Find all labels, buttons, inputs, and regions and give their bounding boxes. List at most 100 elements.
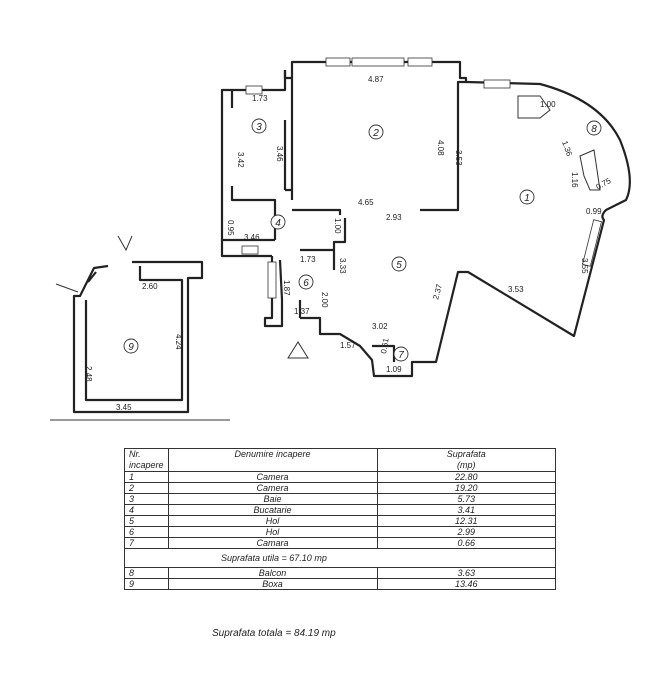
dim-label: 1.09 <box>386 365 402 374</box>
cell-name: Camera <box>167 471 378 483</box>
dim-label: 0.61 <box>379 337 391 354</box>
cell-name: Hol <box>167 526 378 538</box>
dim-label: 2.93 <box>386 213 402 222</box>
wall-bath-kitchen <box>220 70 287 258</box>
window-room-1-side <box>582 219 602 267</box>
dim-label: 1.87 <box>282 280 291 296</box>
table-row: 2 Camera 19.20 <box>124 482 557 494</box>
dim-label: 3.42 <box>236 152 245 168</box>
table-row: 9 Boxa 13.46 <box>124 578 557 590</box>
north-arrow-main <box>287 341 309 359</box>
cell-nr: 3 <box>124 493 169 505</box>
cell-area: 19.20 <box>376 482 557 494</box>
wall-room-1 <box>300 80 631 378</box>
cell-name: Hol <box>167 515 378 527</box>
dim-label: 3.02 <box>372 322 388 331</box>
dim-label: 1.00 <box>540 100 556 109</box>
dim-label: 4.08 <box>436 140 445 156</box>
table-row: 3 Baie 5.73 <box>124 493 557 505</box>
cell-area: 0.66 <box>376 537 557 549</box>
window-room-1 <box>483 79 511 89</box>
cell-name: Boxa <box>167 578 378 590</box>
wall-box-9 <box>72 260 204 414</box>
table-row: 4 Bucatarie 3.41 <box>124 504 557 516</box>
table-header-row: Nr. incapere Denumire incapere Suprafata… <box>124 448 557 472</box>
dim-label: 1.37 <box>294 307 310 316</box>
cell-nr: 2 <box>124 482 169 494</box>
cell-name: Balcon <box>167 567 378 579</box>
cell-nr: 9 <box>124 578 169 590</box>
cell-area: 3.41 <box>376 504 557 516</box>
table-row: 6 Hol 2.99 <box>124 526 557 538</box>
dim-label: 3.53 <box>508 285 524 294</box>
cell-nr: 6 <box>124 526 169 538</box>
room-label-3: 3 <box>256 122 262 133</box>
north-arrow-left <box>117 235 133 252</box>
dim-label: 4.24 <box>174 334 183 350</box>
dim-label: 2.60 <box>142 282 158 291</box>
cell-nr: 7 <box>124 537 169 549</box>
room-labels: 1 2 3 4 5 6 7 8 9 <box>123 118 602 362</box>
cell-name: Camera <box>167 482 378 494</box>
dim-label: 3.55 <box>580 258 589 274</box>
dim-label: 1.73 <box>252 94 268 103</box>
floor-plan: 1 2 3 4 5 6 7 8 9 4.87 1.73 3.42 3.46 4.… <box>50 57 631 421</box>
dim-label: 0.75 <box>595 176 613 192</box>
dim-label: 3.45 <box>116 403 132 412</box>
grand-total: Suprafata totala = 84.19 mp <box>212 628 336 639</box>
cell-area: 22.80 <box>376 471 557 483</box>
table-row: 7 Camara 0.66 <box>124 537 557 549</box>
wall-room-2 <box>283 60 468 215</box>
cell-nr: 5 <box>124 515 169 527</box>
col-header-area: Suprafata (mp) <box>376 448 557 472</box>
rooms-table: Nr. incapere Denumire incapere Suprafata… <box>124 448 557 590</box>
room-label-9: 9 <box>128 342 134 353</box>
table-row: 1 Camera 22.80 <box>124 471 557 483</box>
dim-label: 4.87 <box>368 75 384 84</box>
dim-label: 4.65 <box>358 198 374 207</box>
col-header-name: Denumire incapere <box>167 448 378 472</box>
dim-label: 1.73 <box>300 255 316 264</box>
room-label-1: 1 <box>524 193 530 204</box>
dim-label: 0.99 <box>586 207 602 216</box>
room-label-6: 6 <box>303 278 309 289</box>
window-bath <box>245 85 263 95</box>
cell-name: Camara <box>167 537 378 549</box>
dim-label: 3.46 <box>244 233 260 242</box>
dim-label: 1.00 <box>333 218 342 234</box>
box-9-side <box>50 283 230 421</box>
cell-area: 5.73 <box>376 493 557 505</box>
dim-label: 1.16 <box>570 172 579 188</box>
room-label-4: 4 <box>275 218 281 229</box>
cell-area: 2.99 <box>376 526 557 538</box>
dim-label: 2.00 <box>320 292 329 308</box>
room-label-5: 5 <box>396 260 402 271</box>
dim-label: 0.95 <box>226 220 235 236</box>
dimension-labels: 4.87 1.73 3.42 3.46 4.08 3.53 1.00 1.36 … <box>84 75 613 412</box>
dim-label: 3.46 <box>275 146 284 162</box>
cell-nr: 8 <box>124 567 169 579</box>
dim-label: 2.48 <box>84 366 93 382</box>
room-label-7: 7 <box>398 350 404 361</box>
useful-total-row: Suprafata utila = 67.10 mp <box>124 548 556 568</box>
dim-label: 1.36 <box>560 140 574 158</box>
window-room-2-c <box>407 57 433 67</box>
cell-nr: 4 <box>124 504 169 516</box>
window-room-2-b <box>351 57 405 67</box>
cell-area: 13.46 <box>376 578 557 590</box>
col-header-nr: Nr. incapere <box>124 448 169 472</box>
table-row: 8 Balcon 3.63 <box>124 567 557 579</box>
cell-area: 3.63 <box>376 567 557 579</box>
wall-hall-6 <box>263 218 396 362</box>
table-row: 5 Hol 12.31 <box>124 515 557 527</box>
room-label-8: 8 <box>591 124 597 135</box>
dim-label: 3.33 <box>338 258 347 274</box>
dim-label: 3.53 <box>454 150 463 166</box>
cell-name: Bucatarie <box>167 504 378 516</box>
useful-total: Suprafata utila = 67.10 mp <box>124 548 556 568</box>
cell-nr: 1 <box>124 471 169 483</box>
door-hall-6 <box>267 261 277 299</box>
dim-label: 2.37 <box>431 283 444 301</box>
window-kitchen <box>241 245 259 255</box>
cell-area: 12.31 <box>376 515 557 527</box>
